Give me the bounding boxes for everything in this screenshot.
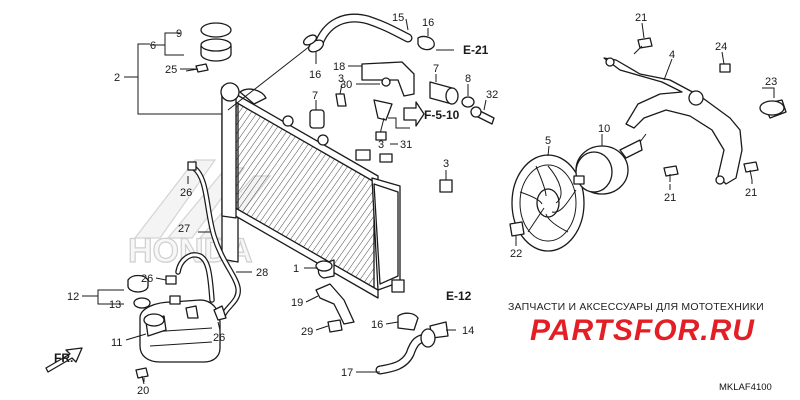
radiator-cap bbox=[185, 22, 232, 73]
cooling-fan bbox=[511, 154, 585, 252]
fasteners bbox=[315, 37, 759, 279]
callout-5: 5 bbox=[545, 135, 551, 147]
callout-16c: 16 bbox=[371, 319, 383, 331]
overflow-tubes bbox=[175, 161, 241, 321]
callout-19: 19 bbox=[291, 297, 303, 309]
callout-27: 27 bbox=[178, 223, 190, 235]
callout-8: 8 bbox=[465, 73, 471, 85]
callout-15: 15 bbox=[392, 12, 404, 24]
callout-26a: 26 bbox=[180, 187, 192, 199]
callout-31: 31 bbox=[400, 139, 412, 151]
lower-hose bbox=[315, 283, 449, 375]
callout-22: 22 bbox=[510, 248, 522, 260]
callout-20: 20 bbox=[137, 385, 149, 397]
callout-7b: 7 bbox=[433, 63, 439, 75]
callout-21a: 21 bbox=[635, 12, 647, 24]
callout-21c: 21 bbox=[745, 187, 757, 199]
callout-21b: 21 bbox=[664, 192, 676, 204]
callout-7a: 7 bbox=[312, 90, 318, 102]
callout-25: 25 bbox=[165, 64, 177, 76]
radiator bbox=[220, 82, 405, 299]
callout-32: 32 bbox=[486, 89, 498, 101]
callout-10: 10 bbox=[598, 123, 610, 135]
callout-23: 23 bbox=[765, 76, 777, 88]
callout-17: 17 bbox=[341, 367, 353, 379]
callout-28: 28 bbox=[256, 267, 268, 279]
callout-2: 2 bbox=[114, 72, 120, 84]
ref-e21: E-21 bbox=[463, 43, 489, 57]
callout-30: 30 bbox=[340, 79, 352, 91]
callout-26b: 26 bbox=[141, 273, 153, 285]
sensor-set bbox=[429, 81, 495, 125]
callout-16b: 16 bbox=[309, 69, 321, 81]
ref-f510: F-5-10 bbox=[424, 108, 460, 122]
callout-24: 24 bbox=[715, 41, 727, 53]
callout-3b: 3 bbox=[443, 158, 449, 170]
callout-29: 29 bbox=[301, 326, 313, 338]
thermostat-bracket bbox=[335, 61, 415, 141]
callout-16a: 16 bbox=[422, 17, 434, 29]
leader-lines bbox=[82, 18, 775, 382]
callout-3a: 3 bbox=[338, 73, 344, 85]
callout-13: 13 bbox=[109, 299, 121, 311]
callout-26c: 26 bbox=[213, 332, 225, 344]
shop-brand-logo: PARTSFOR.RU bbox=[530, 314, 755, 347]
diagram-code: MKLAF4100 bbox=[719, 382, 772, 393]
callout-14: 14 bbox=[462, 325, 474, 337]
fan-motor bbox=[573, 133, 647, 195]
front-marker: FR. bbox=[54, 351, 73, 365]
callout-11: 11 bbox=[111, 337, 122, 349]
ref-e12: E-12 bbox=[446, 289, 472, 303]
callout-6: 6 bbox=[150, 40, 156, 52]
callout-1: 1 bbox=[293, 263, 299, 275]
callout-numbers: 1 2 3 3 3 4 5 6 7 7 8 9 10 11 12 13 14 1… bbox=[67, 12, 777, 397]
reference-labels: E-21 F-5-10 E-12 FR. bbox=[54, 43, 489, 365]
reserve-tank bbox=[127, 274, 221, 385]
upper-hose bbox=[302, 13, 435, 53]
callout-12: 12 bbox=[67, 291, 79, 303]
callout-3c: 3 bbox=[378, 139, 384, 151]
callout-9: 9 bbox=[176, 28, 182, 40]
fan-shroud bbox=[603, 57, 787, 185]
callout-4: 4 bbox=[669, 49, 675, 61]
reference-arrows bbox=[45, 101, 425, 373]
callout-18: 18 bbox=[333, 61, 345, 73]
shop-caption: ЗАПЧАСТИ И АКСЕССУАРЫ ДЛЯ МОТОТЕХНИКИ bbox=[508, 301, 764, 313]
